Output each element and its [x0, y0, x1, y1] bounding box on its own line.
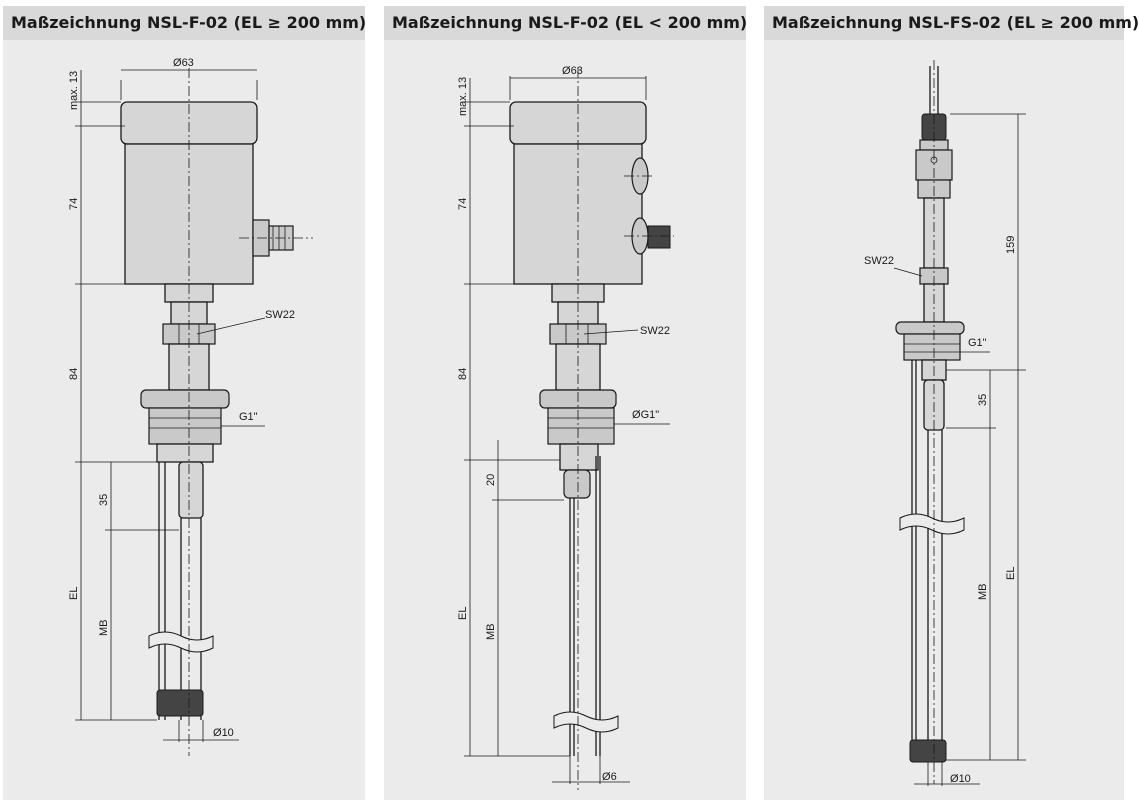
g1-nut	[140, 389, 230, 409]
dimension-drawing: Ø63 max. 13 74 84 EL 35 MB SW22 G1" Ø10	[68, 57, 313, 756]
dimension-label: Ø63	[173, 57, 194, 69]
dimension-label: Ø63	[562, 65, 583, 77]
dimension-label: EL	[1005, 567, 1017, 580]
g1-nut	[895, 321, 965, 335]
dimension-label: 74	[457, 198, 469, 210]
dimension-drawing: Ø63 max. 13 74 84 EL 20 MB SW22 ØG1" Ø6	[457, 65, 674, 790]
dimension-label: 84	[457, 368, 469, 380]
break-mark	[553, 711, 619, 733]
dimension-label: 74	[68, 198, 80, 210]
probe-head	[563, 469, 591, 499]
dimension-label: 159	[1005, 236, 1017, 254]
drawing-panel-1: Maßzeichnung NSL-F-02 (EL ≥ 200 mm)	[3, 6, 367, 800]
dimension-label: ØG1"	[632, 409, 659, 421]
panel-title: Maßzeichnung NSL-F-02 (EL < 200 mm)	[392, 13, 748, 32]
dimension-label: SW22	[265, 309, 295, 321]
dimension-drawing: 159 35 MB EL SW22 G1" Ø10	[864, 60, 1026, 786]
dimension-label: 35	[98, 494, 110, 506]
g1-thread	[903, 333, 961, 361]
dimension-label: 84	[68, 368, 80, 380]
dimension-label: MB	[98, 620, 110, 637]
dimension-label: 35	[977, 394, 989, 406]
panel-title: Maßzeichnung NSL-F-02 (EL ≥ 200 mm)	[11, 13, 367, 32]
dimension-label: G1"	[239, 411, 258, 423]
break-mark	[899, 513, 965, 535]
dimension-label: EL	[457, 607, 469, 620]
panel-header: Maßzeichnung NSL-F-02 (EL < 200 mm)	[384, 6, 748, 40]
dimension-label: MB	[485, 624, 497, 641]
dimension-label: SW22	[640, 325, 670, 337]
dimension-label: Ø6	[602, 771, 617, 783]
probe-tip	[909, 739, 947, 763]
break-mark	[148, 631, 214, 653]
dimension-label: G1"	[968, 337, 987, 349]
panel-header: Maßzeichnung NSL-F-02 (EL ≥ 200 mm)	[3, 6, 367, 40]
process-connection	[156, 443, 214, 463]
dimension-label: MB	[977, 584, 989, 601]
drawing-panel-3: Maßzeichnung NSL-FS-02 (EL ≥ 200 mm) 159	[764, 6, 1139, 800]
dimension-label: EL	[68, 587, 80, 600]
panel-title: Maßzeichnung NSL-FS-02 (EL ≥ 200 mm)	[772, 13, 1139, 32]
g1-thread	[547, 407, 615, 445]
inner-probe	[178, 461, 204, 519]
dimension-label: SW22	[864, 255, 894, 267]
drawing-panel-2: Maßzeichnung NSL-F-02 (EL < 200 mm) Ø63 …	[384, 6, 748, 800]
g1-thread	[148, 407, 222, 445]
panel-header: Maßzeichnung NSL-FS-02 (EL ≥ 200 mm)	[764, 6, 1139, 40]
dimension-label: 20	[485, 474, 497, 486]
dimension-label: max. 13	[68, 71, 80, 110]
dimension-label: Ø10	[950, 773, 971, 785]
dimension-label: max. 13	[457, 77, 469, 116]
process-connection	[559, 443, 599, 471]
m12-connector	[647, 225, 671, 249]
dimension-label: Ø10	[213, 727, 234, 739]
probe-tip	[156, 689, 204, 717]
